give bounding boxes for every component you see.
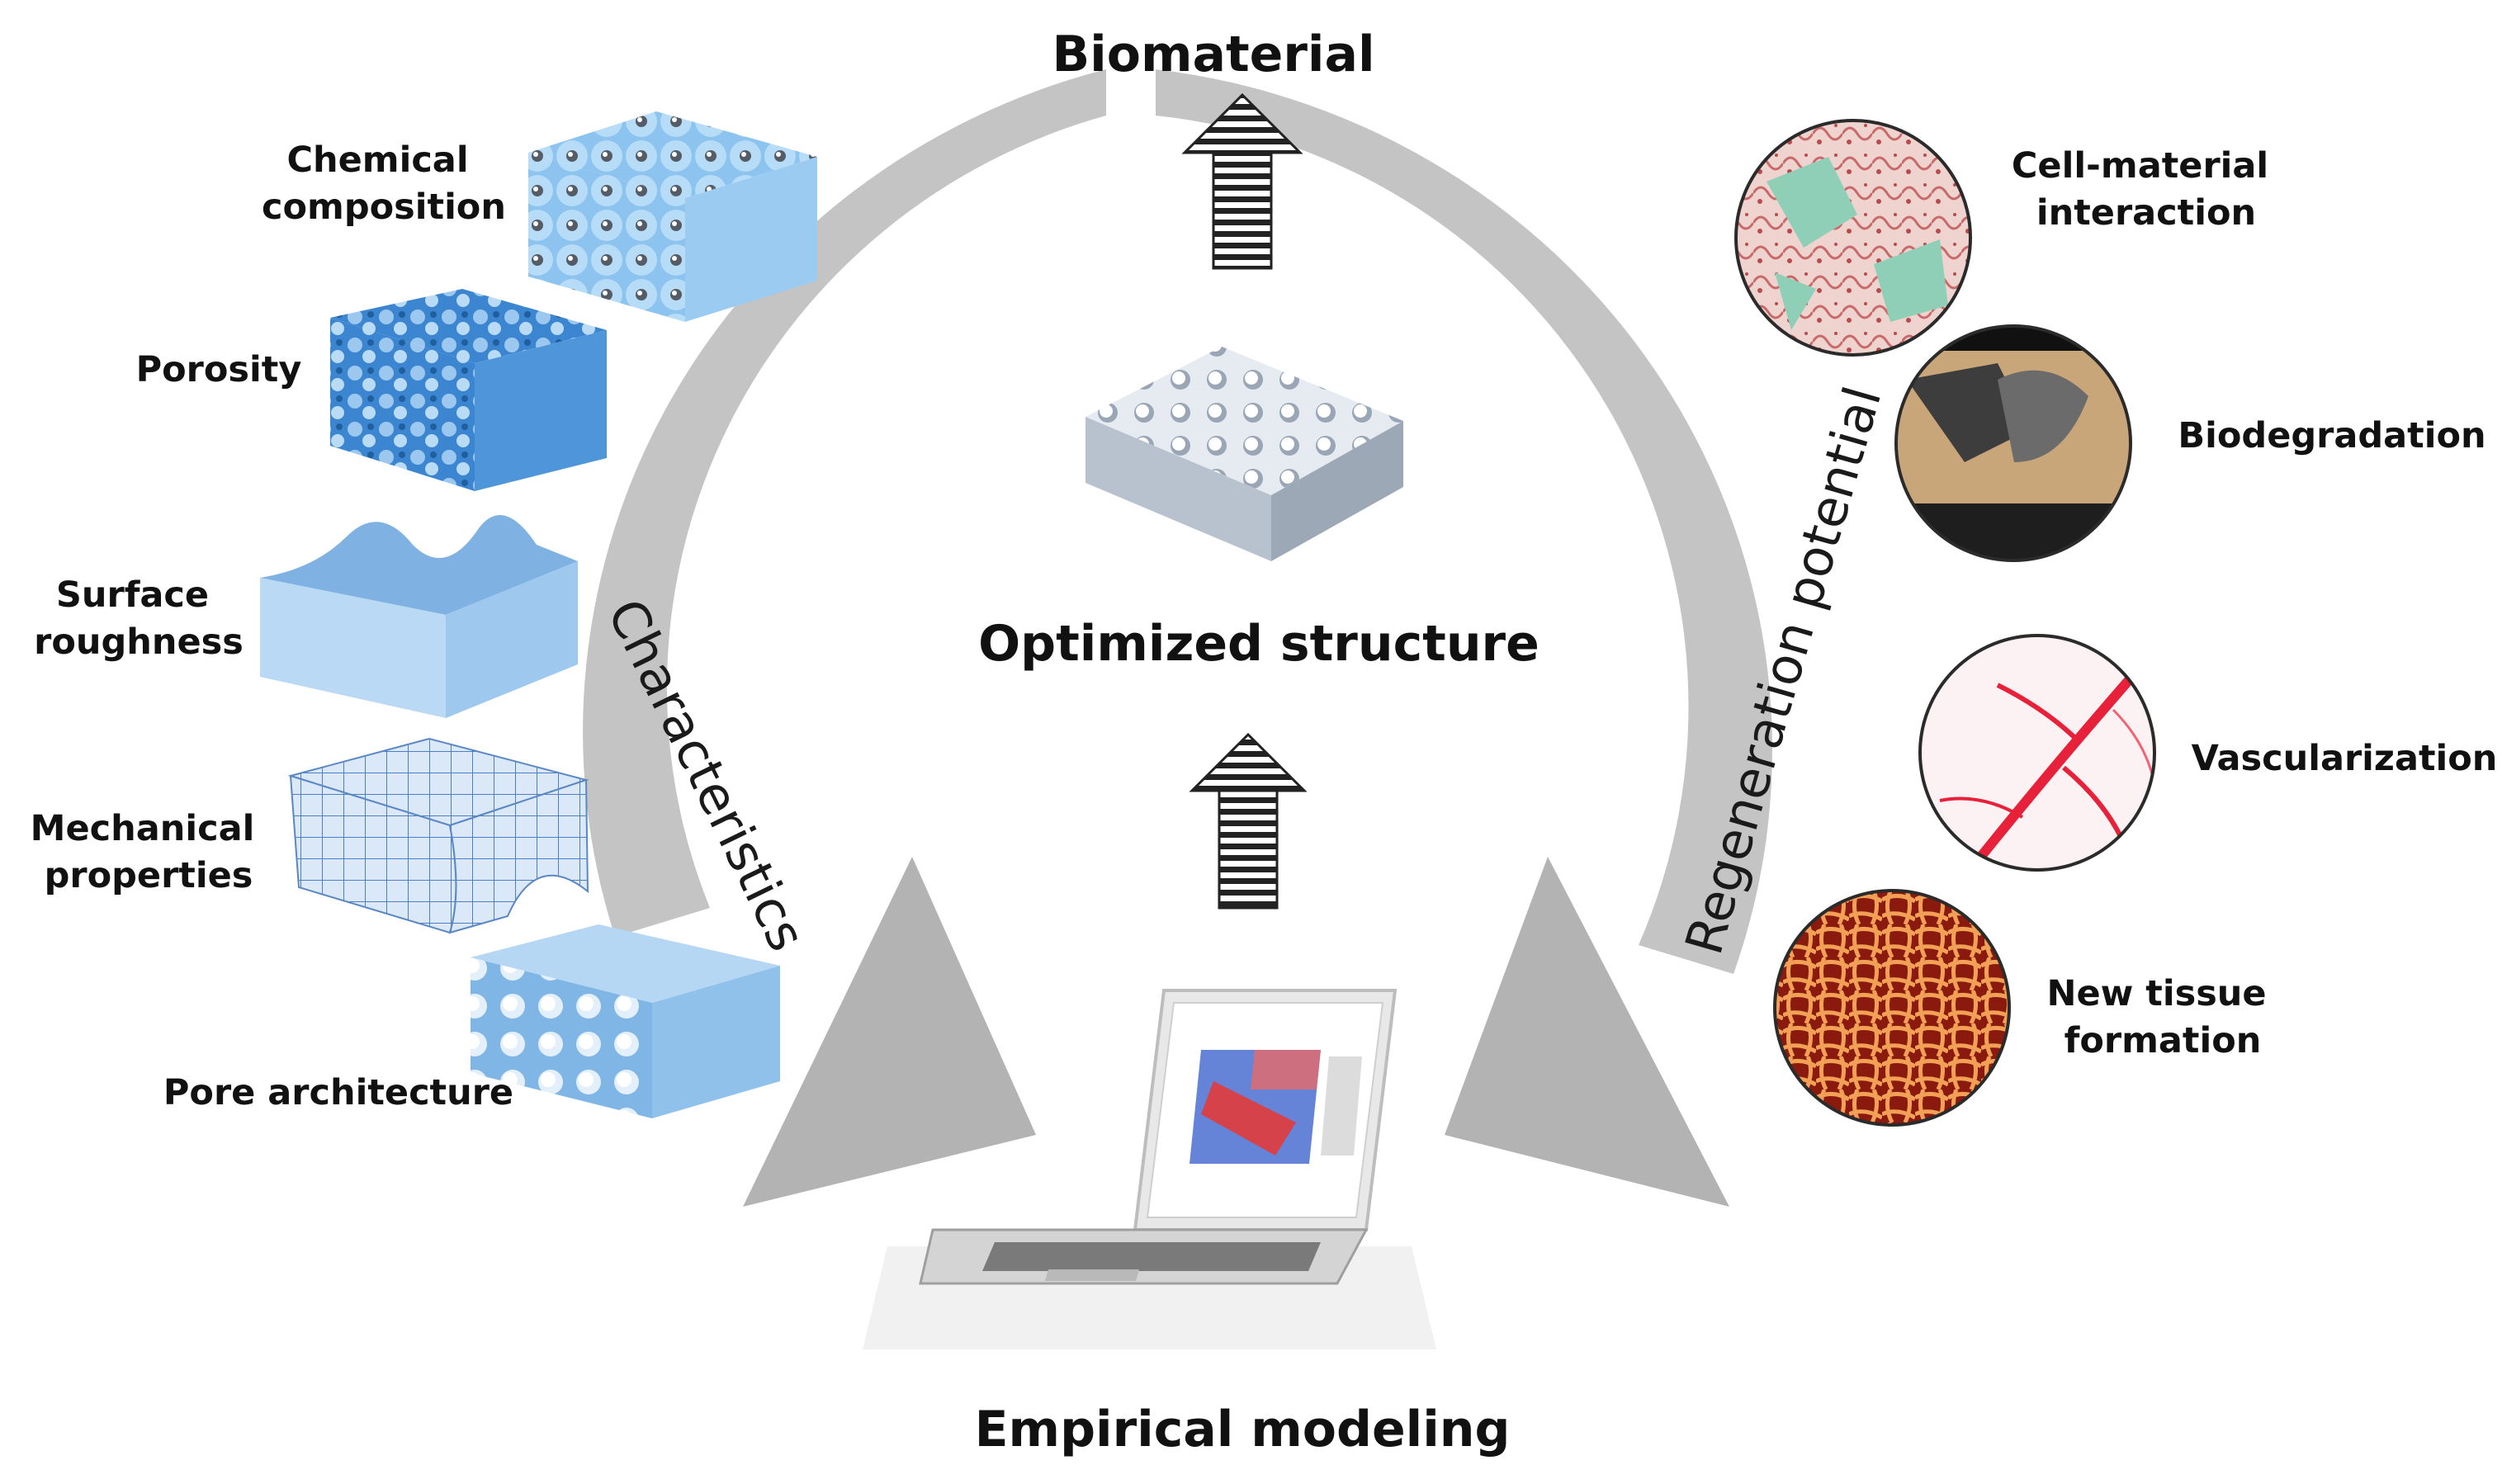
optimized-structure-label: Optimized structure: [978, 615, 1540, 673]
gyroid-lattice-icon: [1085, 347, 1403, 561]
mechanical-properties-label: Mechanical properties: [31, 808, 267, 896]
porous-foam-icon: [330, 289, 607, 491]
rough-surface-icon: [260, 515, 578, 718]
vascularization-image: [1918, 634, 2156, 872]
porous-block-icon: [471, 924, 780, 1118]
porosity-label: Porosity: [136, 349, 302, 390]
surface-roughness-label: Surface roughness: [34, 574, 244, 663]
cell-material-interaction-image: [1734, 119, 1972, 357]
striped-up-arrow-icon: [1181, 92, 1303, 270]
biodegradation-label: Biodegradation: [2178, 415, 2485, 456]
left-arc-arrowhead: [743, 857, 1036, 1207]
sphere-lattice-icon: [528, 111, 817, 322]
biomaterial-title: Biomaterial: [1052, 26, 1374, 83]
chemical-composition-label: Chemical composition: [262, 139, 506, 228]
striped-up-arrow-icon: [1189, 732, 1308, 910]
right-cycle-arc: [1156, 69, 1772, 974]
left-cycle-arc: [583, 69, 1106, 937]
mesh-grid-icon: [287, 737, 589, 934]
cell-material-interaction-label: Cell-material interaction: [2012, 145, 2281, 234]
laptop-icon: [863, 989, 1436, 1349]
right-arc-arrowhead: [1445, 857, 1729, 1207]
vascularization-label: Vascularization: [2192, 738, 2498, 779]
empirical-modeling-label: Empirical modeling: [975, 1401, 1511, 1458]
new-tissue-formation-label: New tissue formation: [2046, 973, 2278, 1061]
biodegradation-image: [1894, 324, 2132, 562]
new-tissue-formation-image: [1773, 889, 2011, 1127]
pore-architecture-label: Pore architecture: [163, 1072, 513, 1113]
